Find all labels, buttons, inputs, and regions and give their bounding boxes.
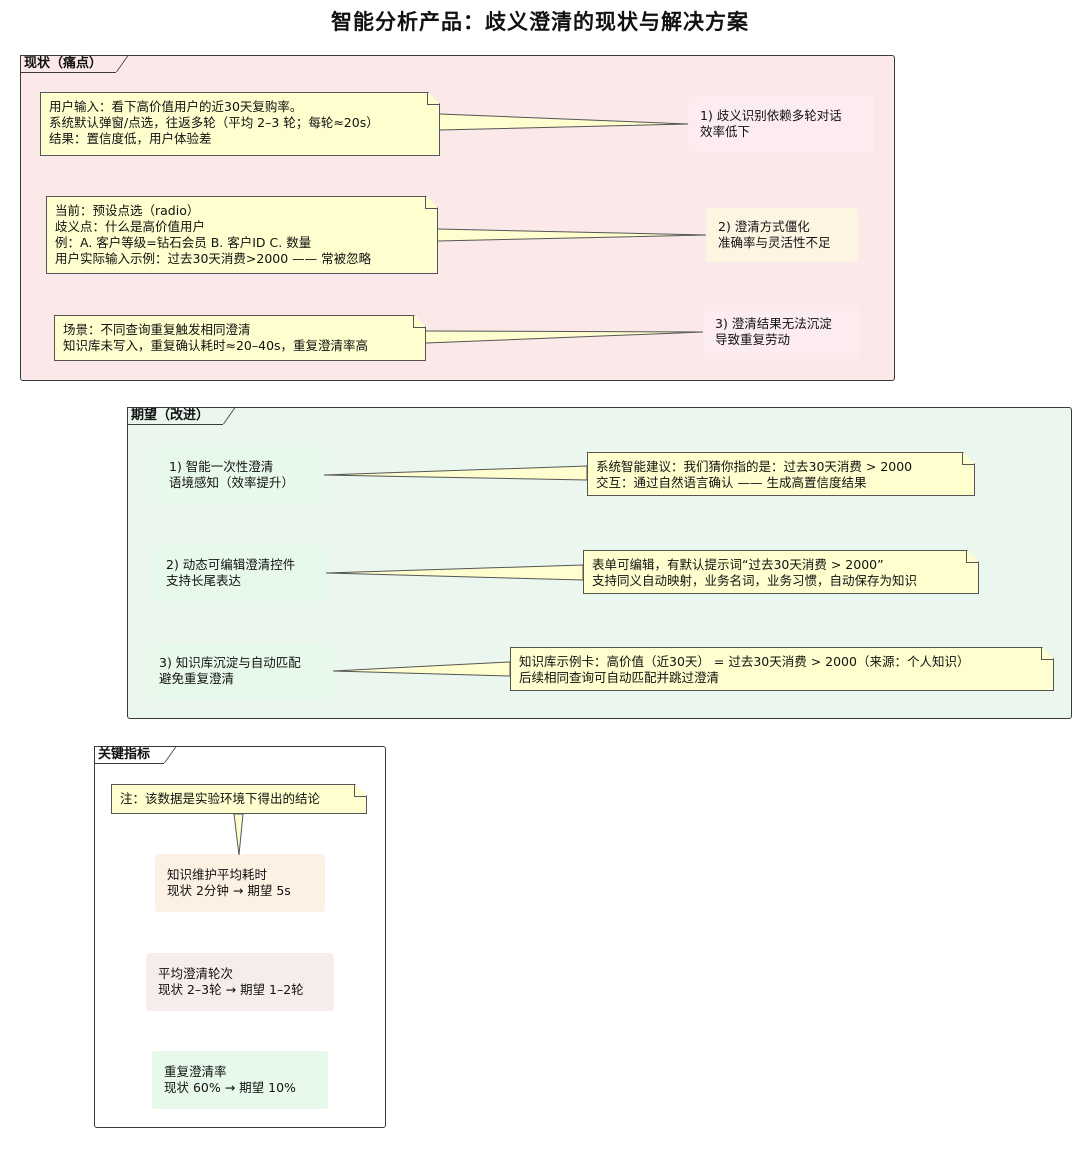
card-line: 3) 澄清结果无法沉淀 [715,316,832,331]
note-fold-icon [427,93,439,105]
note-line: 歧义点：什么是高价值用户 [55,219,206,234]
note-fold-icon [413,316,425,328]
note-line: 系统默认弹窗/点选，往返多轮（平均 2–3 轮；每轮≈20s） [49,115,379,130]
card-line: 2) 澄清方式僵化 [718,219,810,234]
issue-card-1: 1) 歧义识别依赖多轮对话 效率低下 [688,96,874,152]
note-fold-icon [1041,648,1053,660]
card-line: 3) 知识库沉淀与自动匹配 [159,655,301,670]
metric-card-1: 知识维护平均耗时 现状 2分钟 → 期望 5s [155,854,325,912]
card-line: 1) 歧义识别依赖多轮对话 [700,108,842,123]
card-line: 支持长尾表达 [166,573,242,588]
note-line: 表单可编辑，有默认提示词“过去30天消费 > 2000” [592,557,884,572]
card-line: 导致重复劳动 [715,332,791,347]
metric-card-2: 平均澄清轮次 现状 2–3轮 → 期望 1–2轮 [146,953,334,1011]
issue-card-2: 2) 澄清方式僵化 准确率与灵活性不足 [706,208,858,262]
card-line: 效率低下 [700,124,751,139]
page-title: 智能分析产品：歧义澄清的现状与解决方案 [331,10,749,34]
note-line: 知识库示例卡：高价值（近30天） = 过去30天消费 > 2000（来源：个人知… [519,654,970,669]
card-line: 知识维护平均耗时 [167,867,268,882]
card-line: 现状 2分钟 → 期望 5s [167,883,291,898]
note-fold-icon [962,453,974,465]
note-line: 结果：置信度低，用户体验差 [49,131,212,146]
note-line: 后续相同查询可自动匹配并跳过澄清 [519,670,720,685]
expect-note-3: 知识库示例卡：高价值（近30天） = 过去30天消费 > 2000（来源：个人知… [510,647,1054,691]
current-note-1: 用户输入：看下高价值用户的近30天复购率。 系统默认弹窗/点选，往返多轮（平均 … [40,92,440,156]
metric-card-3: 重复澄清率 现状 60% → 期望 10% [152,1051,328,1109]
metrics-package-label: 关键指标 [94,746,165,764]
current-note-2: 当前：预设点选（radio） 歧义点：什么是高价值用户 例：A. 客户等级=钻石… [46,196,438,274]
card-line: 重复澄清率 [164,1064,227,1079]
current-package-label: 现状（痛点） [20,55,117,73]
expect-card-3: 3) 知识库沉淀与自动匹配 避免重复澄清 [147,643,333,699]
expect-card-1: 1) 智能一次性澄清 语境感知（效率提升） [157,447,324,503]
expect-card-2: 2) 动态可编辑澄清控件 支持长尾表达 [154,545,326,601]
note-fold-icon [966,551,978,563]
note-line: 注：该数据是实验环境下得出的结论 [120,791,321,806]
note-line: 场景：不同查询重复触发相同澄清 [63,322,251,337]
card-line: 平均澄清轮次 [158,966,234,981]
current-note-3: 场景：不同查询重复触发相同澄清 知识库未写入，重复确认耗时≈20–40s，重复澄… [54,315,426,361]
card-line: 避免重复澄清 [159,671,235,686]
note-line: 知识库未写入，重复确认耗时≈20–40s，重复澄清率高 [63,338,369,353]
card-line: 2) 动态可编辑澄清控件 [166,557,296,572]
issue-card-3: 3) 澄清结果无法沉淀 导致重复劳动 [703,305,859,359]
note-line: 用户输入：看下高价值用户的近30天复购率。 [49,99,303,114]
note-line: 交互：通过自然语言确认 —— 生成高置信度结果 [596,475,867,490]
note-line: 当前：预设点选（radio） [55,203,200,218]
metrics-note: 注：该数据是实验环境下得出的结论 [111,784,367,814]
note-fold-icon [354,785,366,797]
expect-package-label: 期望（改进） [127,407,224,425]
card-line: 准确率与灵活性不足 [718,235,831,250]
note-line: 例：A. 客户等级=钻石会员 B. 客户ID C. 数量 [55,235,312,250]
card-line: 现状 60% → 期望 10% [164,1080,296,1095]
note-line: 支持同义自动映射，业务名词，业务习惯，自动保存为知识 [592,573,918,588]
card-line: 语境感知（效率提升） [169,475,295,490]
card-line: 现状 2–3轮 → 期望 1–2轮 [158,982,304,997]
note-fold-icon [425,197,437,209]
note-line: 用户实际输入示例：过去30天消费>2000 —— 常被忽略 [55,251,372,266]
card-line: 1) 智能一次性澄清 [169,459,274,474]
expect-note-1: 系统智能建议：我们猜你指的是：过去30天消费 > 2000 交互：通过自然语言确… [587,452,975,496]
note-line: 系统智能建议：我们猜你指的是：过去30天消费 > 2000 [596,459,913,474]
expect-note-2: 表单可编辑，有默认提示词“过去30天消费 > 2000” 支持同义自动映射，业务… [583,550,979,594]
